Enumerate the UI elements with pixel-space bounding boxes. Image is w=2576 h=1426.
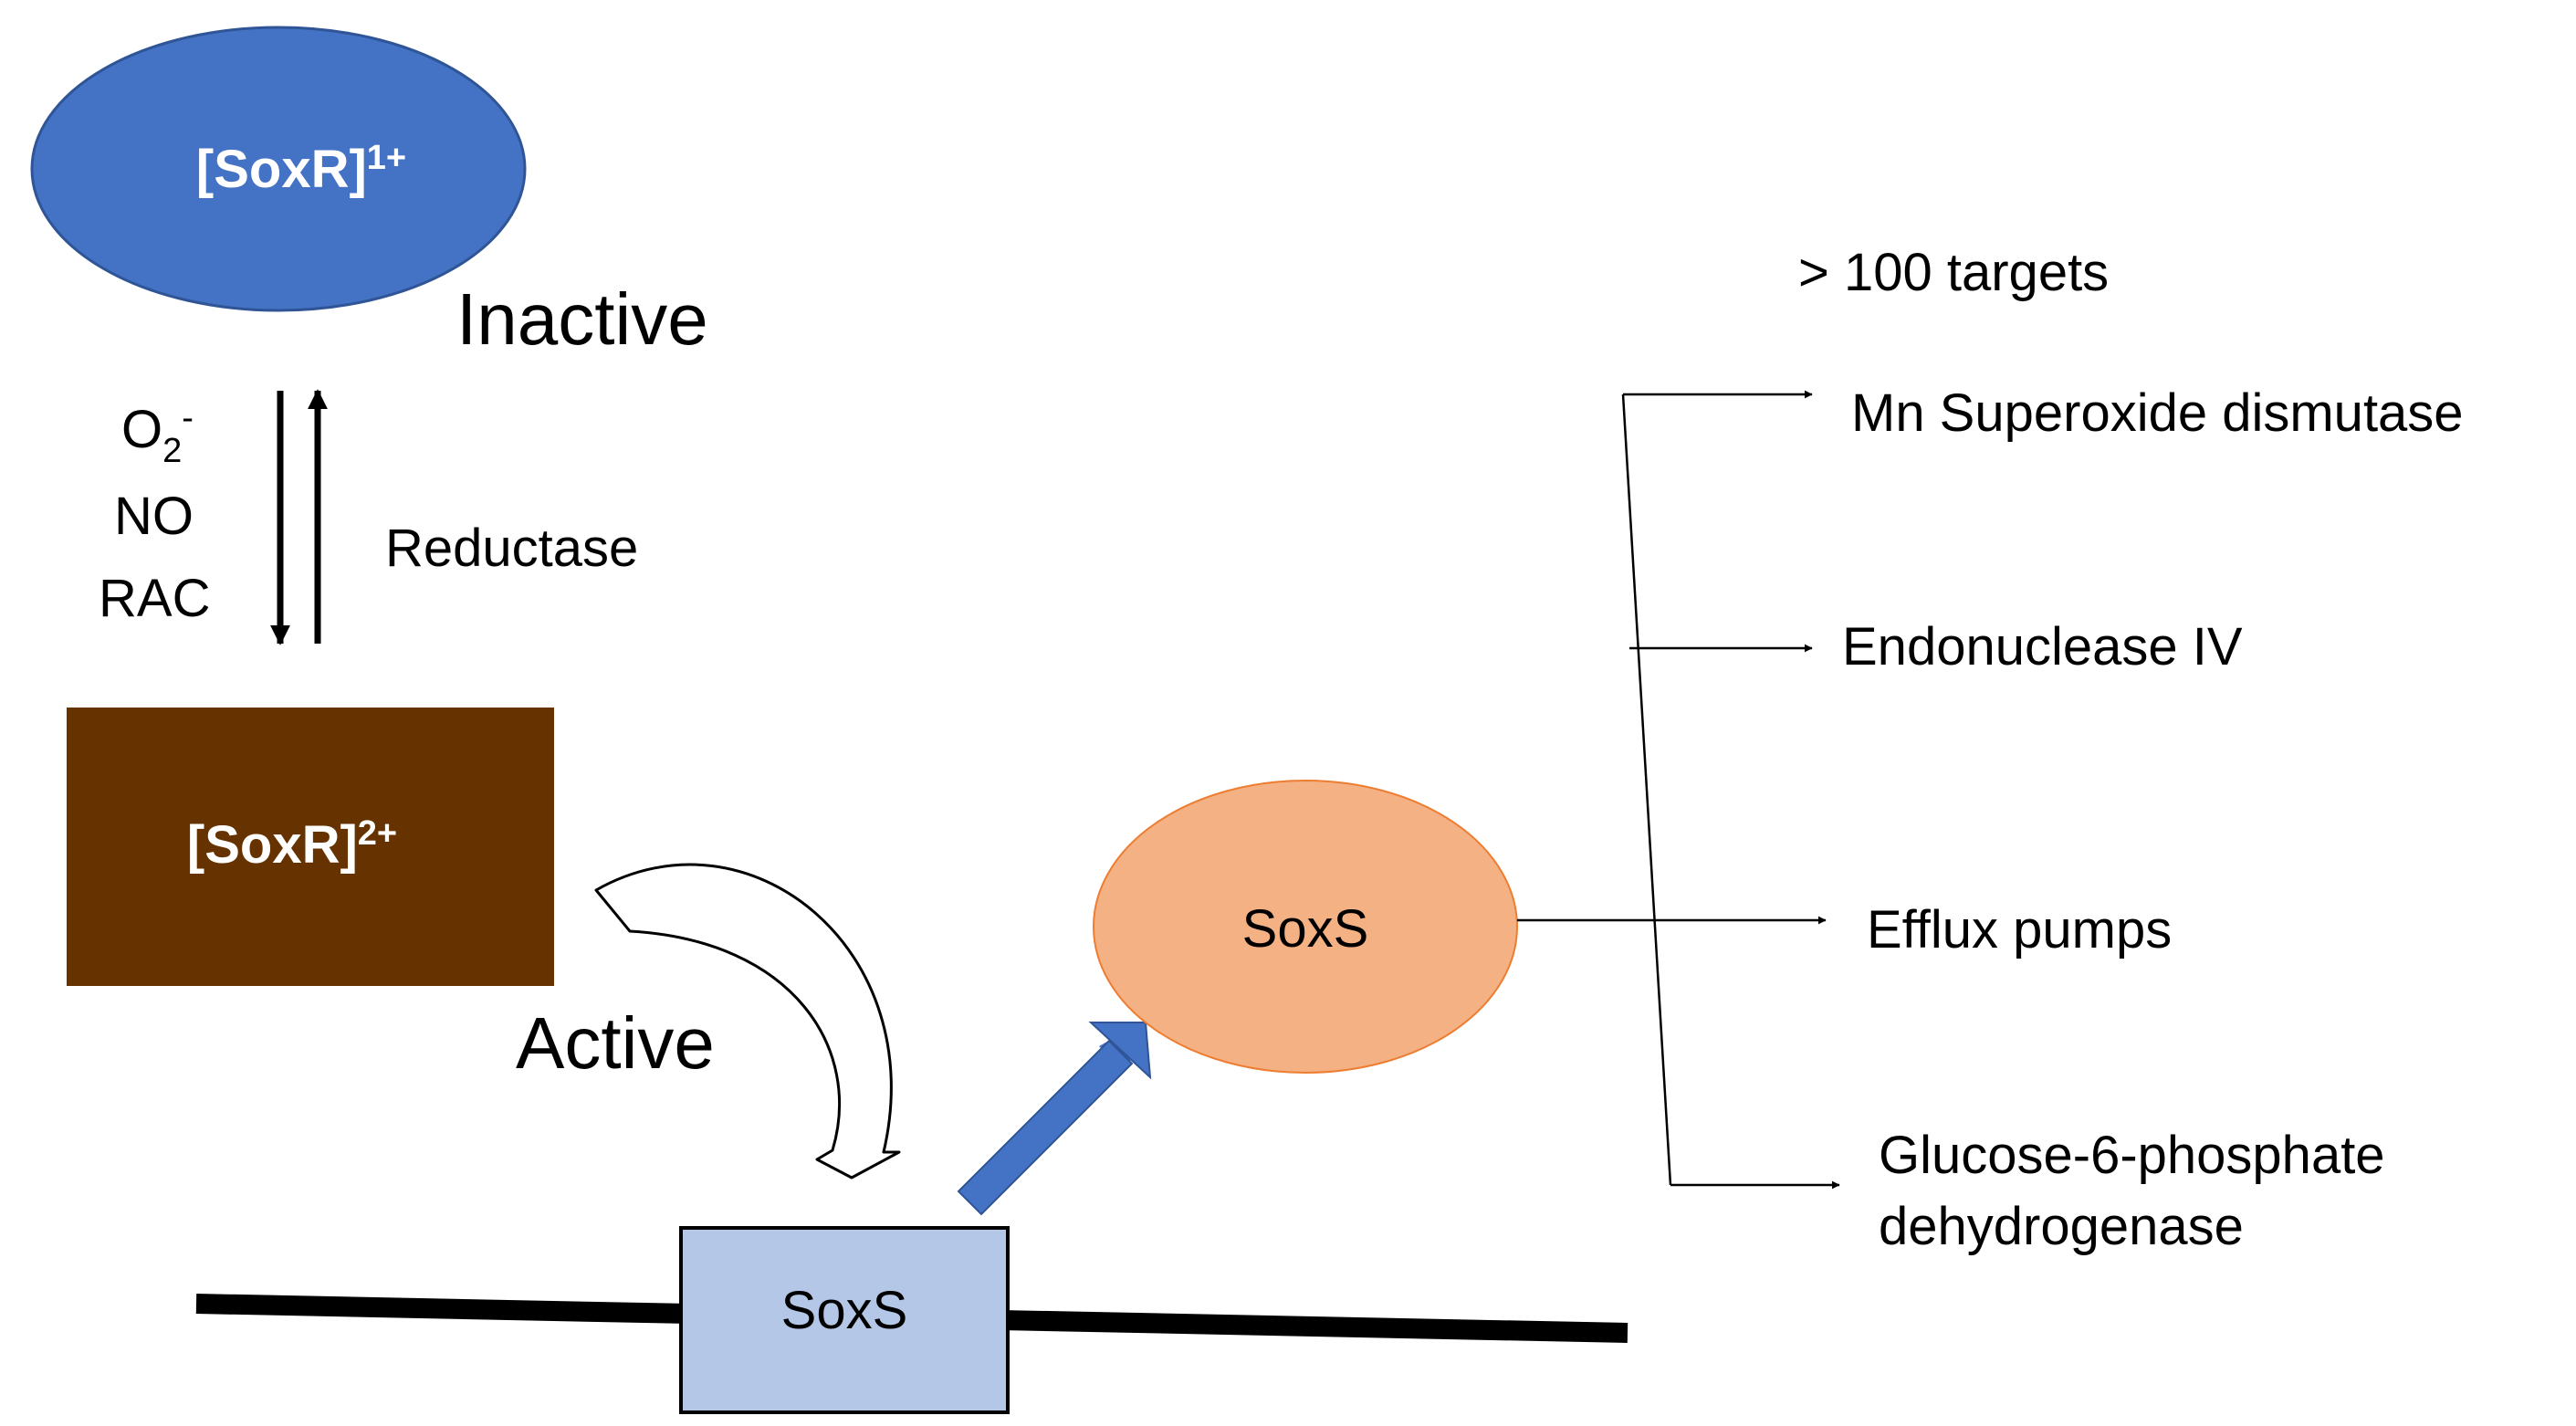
target-label: Glucose-6-phosphate dehydrogenase	[1879, 1126, 2400, 1256]
soxr-reduced-node: [SoxR]1+	[30, 26, 527, 312]
soxr-reduced-label: [SoxR]1+	[196, 139, 406, 199]
rac-label: RAC	[99, 569, 210, 628]
soxr-oxidized-label: [SoxR]2+	[187, 814, 397, 875]
soxr-oxidized-charge: 2+	[358, 814, 397, 853]
soxr-reduced-charge: 1+	[367, 139, 406, 177]
soxr-reduced-ellipse	[30, 26, 527, 312]
soxs-protein: SoxS	[1093, 780, 1518, 1074]
expression-arrow-head	[1088, 1022, 1152, 1080]
targets-bracket-line	[1621, 393, 1672, 1186]
expression-arrow-body	[957, 1039, 1134, 1216]
target-label: Efflux pumps	[1867, 900, 2172, 959]
inactive-label: Inactive	[456, 278, 708, 360]
target-label-line1: Glucose-6-phosphate	[1879, 1126, 2385, 1185]
nitric-oxide-label: NO	[114, 487, 194, 546]
target-label: Endonuclease IV	[1842, 617, 2243, 676]
superoxide-label: O2-	[121, 399, 194, 470]
soxs-protein-label: SoxS	[1242, 899, 1369, 959]
target-label: Mn Superoxide dismutase	[1851, 383, 2464, 443]
soxr-oxidized-box	[67, 708, 554, 986]
active-label: Active	[516, 1002, 715, 1084]
reductase-label: Reductase	[385, 519, 638, 578]
soxs-protein-ellipse	[1093, 780, 1518, 1074]
soxs-gene: SoxS	[679, 1226, 1010, 1414]
target-label-line2: dehydrogenase	[1879, 1197, 2244, 1256]
soxs-gene-label: SoxS	[781, 1281, 908, 1340]
soxs-gene-box	[679, 1226, 1010, 1414]
soxr-oxidized-node: [SoxR]2+	[67, 708, 554, 986]
curved-activation-arrow	[594, 863, 901, 1180]
targets-header: > 100 targets	[1798, 243, 2109, 302]
